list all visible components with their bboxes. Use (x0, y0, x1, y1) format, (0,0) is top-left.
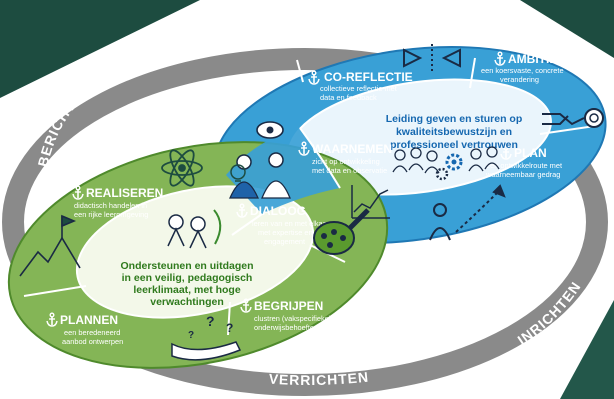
stage-line: met data en observatie (312, 166, 387, 175)
stage-title-dialoog: DIALOOG (250, 204, 306, 218)
ring-label-inrichten: INRICHTEN (514, 278, 583, 348)
corner-shape-top-left (0, 0, 200, 98)
stage-co-reflectie: CO-REFLECTIE collectieve reflectie met d… (308, 70, 413, 102)
outer-ring (2, 48, 608, 396)
stage-plannen: PLANNEN een beredeneerd aanbod ontwerpen (46, 312, 123, 346)
stage-line: waarneembaar gedrag (485, 170, 560, 179)
green-center-line: verwachtingen (150, 296, 224, 308)
green-center-line: leerklimaat, met hoge (133, 284, 241, 296)
stage-line: clustren (vakspecifieke) (254, 314, 331, 323)
green-center-line: in een veilig, pedagogisch (122, 272, 253, 284)
svg-text:?: ? (206, 313, 215, 329)
stage-dialoog: DIALOOG leren van en met elkaar, met exp… (236, 203, 331, 246)
svg-text:RICHTEN: RICHTEN (236, 26, 308, 50)
svg-text:?: ? (226, 321, 233, 335)
stage-line: engagement (264, 237, 305, 246)
stage-line: didactisch handelen in (74, 201, 147, 210)
stage-line: een ontwikkelroute met (486, 161, 562, 170)
green-center-line: Ondersteunen en uitdagen (120, 260, 253, 272)
gear-icon (435, 153, 463, 181)
stage-line: leren van en met elkaar, (252, 219, 331, 228)
stage-line: zicht op ontwikkeling (312, 157, 380, 166)
stage-plan: PLAN een ontwikkelroute met waarneembaar… (485, 145, 562, 179)
stage-line: verandering (500, 75, 539, 84)
magnifier-icon (313, 208, 370, 255)
stage-line: een beredeneerd (64, 328, 120, 337)
arrows-icon (403, 44, 461, 72)
person-arrow-icon (429, 184, 506, 241)
atom-icon (161, 149, 203, 187)
stage-title-waarnemen: WAARNEMEN (312, 142, 392, 156)
stage-waarnemen: WAARNEMEN zicht op ontwikkeling met data… (298, 141, 392, 175)
target-icon (542, 108, 604, 128)
stage-realiseren: REALISEREN didactisch handelen in een ri… (72, 185, 163, 219)
blue-center-text: Leiding geven en sturen op kwaliteitsbew… (386, 113, 523, 151)
band-divider (299, 127, 341, 189)
svg-text:?: ? (188, 330, 194, 341)
lightbulb-icon (230, 164, 246, 182)
blue-center-line: Leiding geven en sturen op (386, 113, 523, 125)
stage-ambitie: AMBITIE een koersvaste, concrete verande… (481, 51, 564, 84)
stage-title-co-reflectie: CO-REFLECTIE (324, 70, 413, 84)
stage-title-plan: PLAN (514, 146, 547, 160)
stage-dividers (23, 57, 596, 336)
corner-shape-top-right (520, 0, 614, 58)
people-group-icon (392, 146, 500, 174)
stage-title-realiseren: REALISEREN (86, 186, 163, 200)
stage-line: collectieve reflectie met (320, 84, 397, 93)
stage-line: onderwijsbehoeften (254, 323, 318, 332)
svg-text:INRICHTEN: INRICHTEN (514, 278, 584, 348)
stage-begrijpen: BEGRIJPEN clustren (vakspecifieke) onder… (240, 298, 331, 332)
stage-line: een koersvaste, concrete (481, 66, 564, 75)
hand-question-icon: ? ? ? (171, 313, 242, 361)
svg-text:VERRICHTEN: VERRICHTEN (268, 369, 369, 388)
stage-title-begrijpen: BEGRIJPEN (254, 299, 323, 313)
stage-line: een rijke leeromgeving (74, 210, 148, 219)
stage-title-ambitie: AMBITIE (508, 52, 557, 66)
ring-label-verrichten: VERRICHTEN (268, 369, 368, 388)
blue-center-line: kwaliteitsbewustzijn en (396, 126, 512, 138)
corner-shape-bottom-right (560, 300, 614, 399)
blue-center-line: professioneel vertrouwen (390, 139, 518, 151)
stage-title-plannen: PLANNEN (60, 313, 118, 327)
mountain-flag-icon (19, 214, 81, 277)
stage-line: data en feedback (320, 93, 377, 102)
ring-label-richten: RICHTEN (236, 26, 307, 50)
stage-line: met expertise en (258, 228, 313, 237)
people-cheer-icon (167, 209, 222, 249)
stage-line: aanbod ontwerpen (62, 337, 123, 346)
green-center-text: Ondersteunen en uitdagen in een veilig, … (120, 260, 253, 308)
